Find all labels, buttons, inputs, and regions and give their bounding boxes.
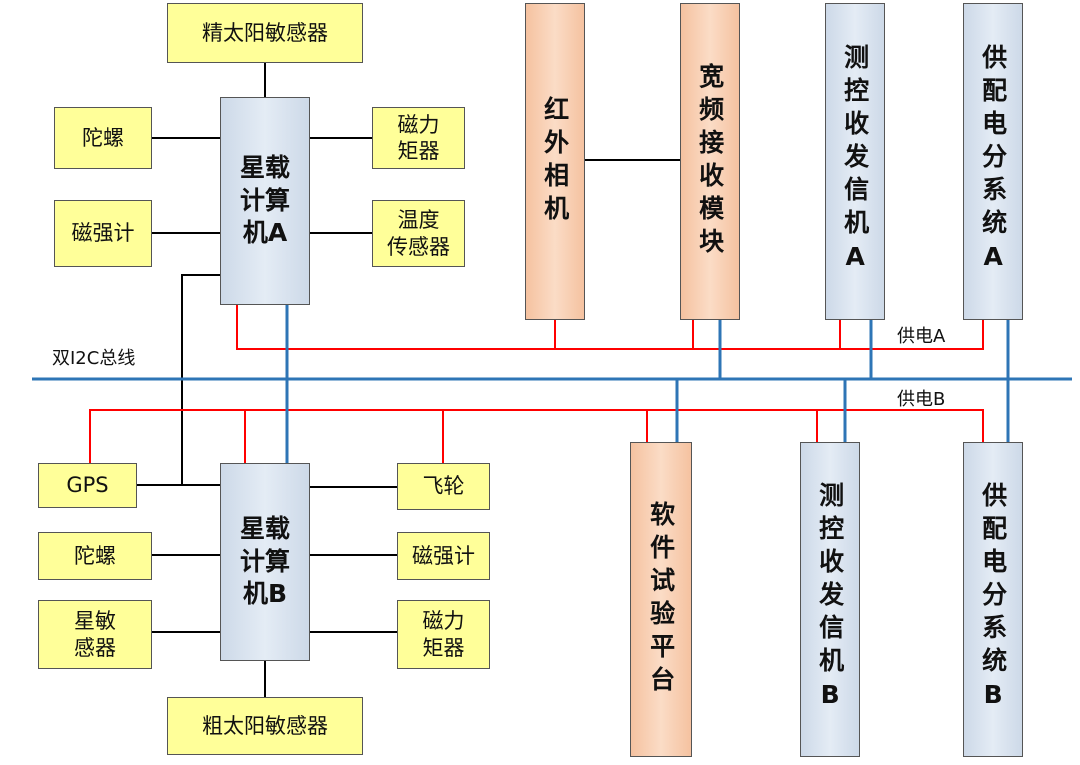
wideband-receiver-box: 宽频接收模块 (680, 3, 740, 320)
ttc-b-label: 测控收发信机B (815, 482, 845, 717)
torquer-a-label-2: 矩器 (397, 139, 440, 163)
magnetometer-a-box: 磁强计 (54, 200, 152, 267)
obc-b-label-2: 计算 (239, 546, 290, 576)
star-sensor-box: 星敏 感器 (38, 600, 152, 669)
torquer-a-label-1: 磁力 (397, 112, 440, 137)
obc-b-label-3: 机B (242, 579, 288, 609)
obc-b-box: 星载 计算 机B (220, 463, 310, 661)
torquer-a-box: 磁力 矩器 (372, 107, 465, 169)
power-b-label: 供电B (897, 389, 946, 410)
star-sensor-label-1: 星敏 (74, 609, 116, 634)
ir-camera-box: 红外相机 (525, 3, 585, 320)
fine-sun-sensor-box: 精太阳敏感器 (167, 3, 363, 63)
gyro-b-box: 陀螺 (38, 532, 152, 580)
obc-a-to-gps-link (181, 274, 220, 485)
ttc-a-box: 测控收发信机A (825, 3, 885, 320)
bus-label: 双I2C总线 (52, 348, 136, 369)
obc-b-label-1: 星载 (239, 514, 290, 544)
magnetometer-b-box: 磁强计 (397, 532, 490, 580)
i2c-bus-lines (32, 305, 1072, 463)
power-a-label: 供电A (897, 326, 946, 347)
temp-sensor-label-1: 温度 (397, 208, 440, 233)
software-test-platform-box: 软件试验平台 (630, 442, 692, 757)
ir-camera-label: 红外相机 (540, 95, 570, 228)
magnetometer-a-label: 磁强计 (71, 221, 135, 246)
pdu-b-box: 供配电分系统B (963, 442, 1023, 757)
magnetometer-b-label: 磁强计 (412, 543, 475, 568)
software-test-platform-label: 软件试验平台 (646, 500, 676, 699)
flywheel-box: 飞轮 (397, 463, 490, 510)
gyro-a-box: 陀螺 (54, 107, 152, 169)
fine-sun-sensor-label: 精太阳敏感器 (202, 20, 328, 45)
gps-label: GPS (66, 473, 109, 498)
obc-a-box: 星载 计算 机A (220, 97, 310, 305)
signal-lines (137, 63, 680, 697)
star-sensor-label-2: 感器 (74, 635, 116, 660)
gyro-b-label: 陀螺 (74, 543, 116, 568)
power-lines (89, 305, 984, 463)
ttc-a-label: 测控收发信机A (840, 44, 870, 279)
gyro-a-label: 陀螺 (82, 125, 124, 150)
coarse-sun-sensor-box: 粗太阳敏感器 (167, 697, 363, 755)
torquer-b-box: 磁力 矩器 (397, 600, 490, 669)
power-a-line (236, 305, 984, 350)
temp-sensor-box: 温度 传感器 (372, 200, 465, 267)
power-b-line (89, 409, 984, 463)
torquer-b-label-1: 磁力 (422, 609, 465, 634)
torquer-b-label-2: 矩器 (422, 635, 465, 660)
coarse-sun-sensor-label: 粗太阳敏感器 (202, 713, 328, 738)
wideband-receiver-label: 宽频接收模块 (695, 62, 725, 261)
flywheel-label: 飞轮 (422, 474, 465, 499)
obc-a-label-3: 机A (242, 218, 288, 248)
pdu-a-label: 供配电分系统A (978, 44, 1008, 279)
temp-sensor-label-2: 传感器 (387, 234, 450, 259)
pdu-b-label: 供配电分系统B (978, 482, 1008, 717)
gps-box: GPS (38, 463, 137, 508)
ttc-b-box: 测控收发信机B (800, 442, 860, 757)
obc-a-label-1: 星载 (239, 153, 290, 183)
obc-a-label-2: 计算 (239, 185, 290, 215)
pdu-a-box: 供配电分系统A (963, 3, 1023, 320)
